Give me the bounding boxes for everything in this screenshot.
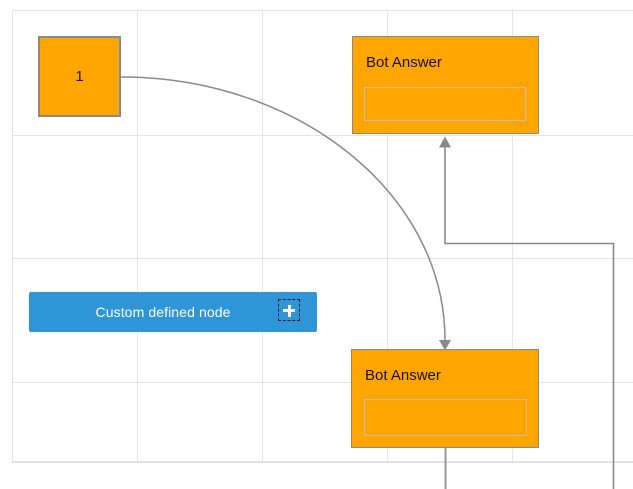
node-start-label: 1	[75, 68, 84, 85]
node-title: Bot Answer	[365, 367, 441, 384]
connector-orthogonal[interactable]	[439, 136, 615, 489]
bot-answer-input[interactable]	[364, 399, 527, 436]
node-bot-answer-bottom[interactable]: Bot Answer	[351, 349, 539, 448]
custom-defined-node-button[interactable]: Custom defined node	[29, 292, 317, 332]
arrowhead-up-icon	[439, 136, 451, 148]
arrowhead-down-icon	[439, 340, 451, 351]
bot-answer-input[interactable]	[364, 87, 526, 121]
connector-curve[interactable]	[120, 76, 452, 351]
node-title: Bot Answer	[366, 54, 442, 71]
grid	[12, 10, 633, 463]
custom-defined-node-label: Custom defined node	[95, 304, 231, 320]
plus-icon[interactable]	[278, 299, 300, 321]
node-start[interactable]: 1	[38, 36, 121, 117]
node-bot-answer-top[interactable]: Bot Answer	[352, 36, 539, 134]
